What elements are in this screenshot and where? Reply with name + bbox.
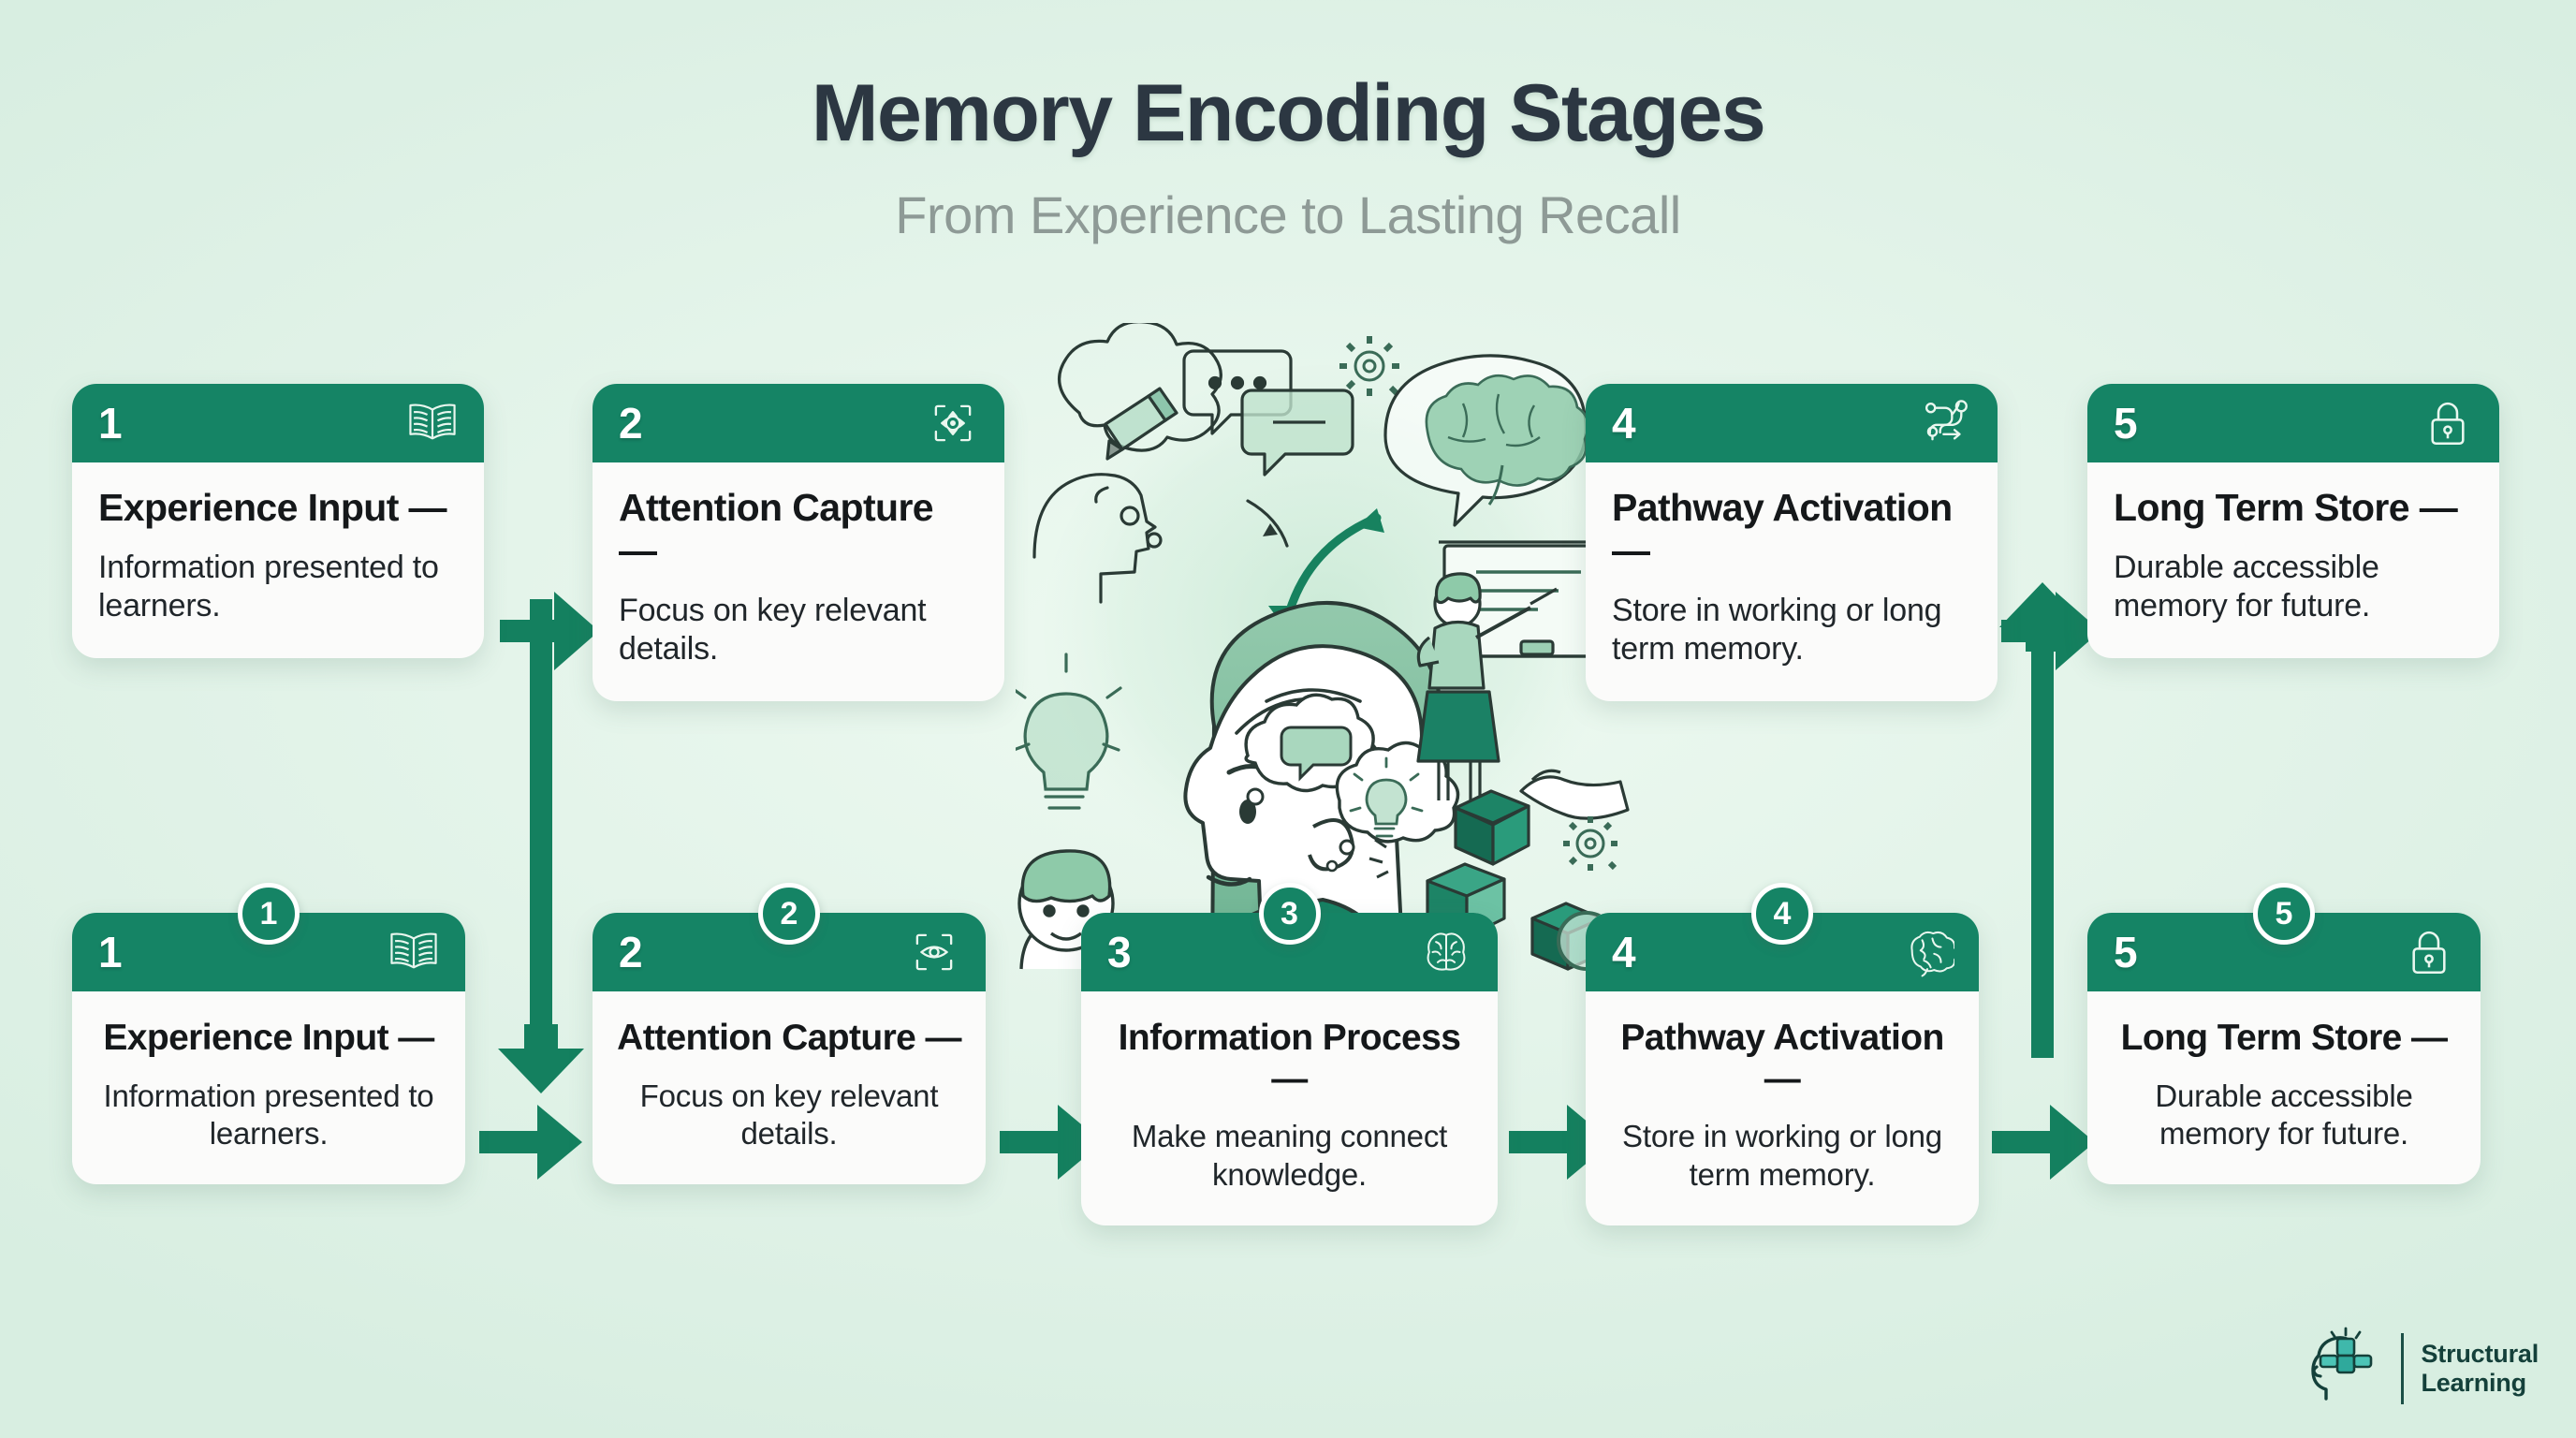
stage-description: Make meaning connect knowledge. <box>1131 1119 1448 1192</box>
card-body: Long Term Store — Durable accessible mem… <box>2087 991 2481 1184</box>
stage-title: Information Process — <box>1118 1018 1461 1099</box>
card-header: 1 <box>72 384 484 462</box>
card-header: 4 <box>1586 384 1998 462</box>
brand-logo: Structural Learning <box>2298 1326 2539 1412</box>
stage-number: 2 <box>619 399 643 448</box>
logo-text: Structural Learning <box>2421 1340 2539 1399</box>
stage-number: 4 <box>1612 399 1636 448</box>
connector-bottom4-to-bottom5 <box>1992 1105 2095 1180</box>
stage-number: 3 <box>1107 928 1132 976</box>
stage-card-bottom-3[interactable]: 3 3 Information Process — Make meaning c… <box>1081 883 1498 1225</box>
header: Memory Encoding Stages From Experience t… <box>0 0 2576 245</box>
card-header: 5 <box>2087 384 2499 462</box>
stage-description: Durable accessible memory for future. <box>2155 1078 2413 1151</box>
stage-badge: 4 <box>1751 883 1813 945</box>
arrow-head-down <box>1268 606 1296 626</box>
stage-title: Pathway Activation — <box>1620 1018 1944 1099</box>
open-book-icon <box>387 925 441 979</box>
stage-title: Experience Input — <box>98 486 447 529</box>
card-body: Experience Input — Information presented… <box>72 462 484 658</box>
card-body: Attention Capture — Focus on key relevan… <box>593 991 986 1184</box>
stage-card-top-2[interactable]: 2 Attention Capture — Focus on key relev… <box>593 384 1004 701</box>
card-body: Pathway Activation — Store in working or… <box>1586 991 1979 1225</box>
thought-bubble-speech <box>1244 693 1375 806</box>
card-body: Long Term Store — Durable accessible mem… <box>2087 462 2499 658</box>
card-body: Attention Capture — Focus on key relevan… <box>593 462 1004 701</box>
stage-card-top-5[interactable]: 5 Long Term Store — Durable accessible m… <box>2087 384 2499 658</box>
stage-description: Store in working or long term memory. <box>1612 592 1942 668</box>
padlock-icon <box>2421 396 2475 450</box>
card-header: 3 <box>1081 913 1498 991</box>
connector-top1-to-top2 <box>498 592 599 1093</box>
stage-title: Long Term Store — <box>2114 486 2458 529</box>
stage-description: Focus on key relevant details. <box>619 592 927 668</box>
stage-card-bottom-1[interactable]: 1 1 Experience Input — Information prese… <box>72 883 465 1185</box>
route-path-icon <box>1919 396 1973 450</box>
stage-badge: 2 <box>758 883 820 945</box>
thought-bubble-lightbulb <box>1325 741 1460 873</box>
stage-number: 2 <box>619 928 643 976</box>
stage-card-bottom-5[interactable]: 5 5 Long Term Store — Durable accessible… <box>2087 883 2481 1185</box>
stage-badge: 3 <box>1258 883 1321 945</box>
arrow-head-up <box>1356 508 1384 533</box>
stage-badge: 5 <box>2253 883 2315 945</box>
brain-top-icon <box>1419 925 1473 979</box>
stage-card-bottom-4[interactable]: 4 4 Pathway Activation — Store in workin… <box>1586 883 1979 1225</box>
stage-title: Attention Capture — <box>617 1018 961 1058</box>
stage-description: Information presented to learners. <box>103 1078 434 1151</box>
stage-description: Store in working or long term memory. <box>1622 1119 1942 1192</box>
stage-number: 4 <box>1612 928 1636 976</box>
stage-card-bottom-2[interactable]: 2 2 Attention Capture — Focus on key rel… <box>593 883 986 1185</box>
focus-target-icon <box>926 396 980 450</box>
brain-side-icon <box>1900 925 1954 979</box>
gear-icon <box>1563 816 1617 871</box>
stage-number: 1 <box>98 399 123 448</box>
outline-head-with-pencil-bubble <box>1032 320 1222 604</box>
card-body: Pathway Activation — Store in working or… <box>1586 462 1998 701</box>
logo-line-2: Learning <box>2421 1369 2526 1397</box>
head-with-blocks-icon <box>2298 1326 2384 1412</box>
brain-in-thought-bubble <box>1383 354 1589 527</box>
stage-description: Focus on key relevant details. <box>639 1078 939 1151</box>
stage-title: Long Term Store — <box>2120 1018 2448 1058</box>
stage-title: Experience Input — <box>103 1018 434 1058</box>
flow-arrows <box>1246 499 1382 618</box>
padlock-icon <box>2402 925 2456 979</box>
card-body: Information Process — Make meaning conne… <box>1081 991 1498 1225</box>
stage-title: Pathway Activation — <box>1612 486 1953 572</box>
chat-bubbles <box>1182 349 1354 477</box>
learner-encoding-illustration <box>1010 320 1633 999</box>
stage-title: Attention Capture — <box>619 486 934 572</box>
card-header: 2 <box>593 384 1004 462</box>
logo-line-1: Structural <box>2421 1339 2539 1368</box>
stage-number: 5 <box>2114 399 2138 448</box>
stage-card-top-1[interactable]: 1 Experience Input — Information present… <box>72 384 484 658</box>
stage-number: 5 <box>2114 928 2138 976</box>
gear-icon <box>1339 336 1399 396</box>
page-title: Memory Encoding Stages <box>811 68 1766 158</box>
stage-description: Information presented to learners. <box>98 549 439 624</box>
connector-bottom1-to-bottom2 <box>479 1105 582 1180</box>
logo-divider <box>2401 1333 2405 1404</box>
page-subtitle: From Experience to Lasting Recall <box>895 185 1681 244</box>
open-book-icon <box>405 396 460 450</box>
stage-number: 1 <box>98 928 123 976</box>
eye-focus-icon <box>907 925 961 979</box>
connector-bottom4-up-to-top5 <box>1999 582 2100 1058</box>
card-body: Experience Input — Information presented… <box>72 991 465 1184</box>
stage-card-top-4[interactable]: 4 Pathway Activation — Store in working … <box>1586 384 1998 701</box>
stage-badge: 1 <box>238 883 300 945</box>
lightbulb-icon <box>1010 653 1122 810</box>
card-header: 5 <box>2087 913 2481 991</box>
stage-description: Durable accessible memory for future. <box>2114 549 2379 624</box>
